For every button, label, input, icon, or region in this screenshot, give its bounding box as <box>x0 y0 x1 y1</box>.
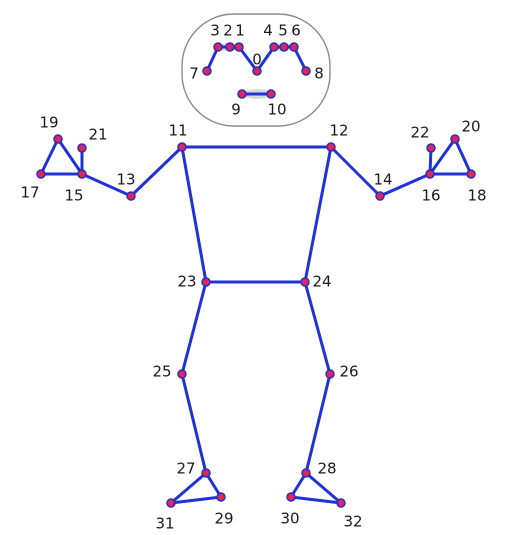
joint-22 <box>426 143 436 153</box>
bone-0-4 <box>255 45 276 73</box>
joint-14 <box>375 191 385 201</box>
joint-4 <box>269 42 279 52</box>
joint-label-19: 19 <box>39 114 58 132</box>
joint-label-5: 5 <box>278 22 288 40</box>
joint-label-17: 17 <box>20 184 39 202</box>
joint-19 <box>53 134 63 144</box>
joint-label-13: 13 <box>116 171 135 189</box>
joint-31 <box>166 498 176 508</box>
bone-11-13 <box>129 145 184 198</box>
joint-15 <box>77 169 87 179</box>
bone-30-32 <box>289 495 343 505</box>
bones-layer <box>39 45 473 505</box>
joint-label-3: 3 <box>210 22 220 40</box>
joint-28 <box>301 468 311 478</box>
joint-label-2: 2 <box>223 22 233 40</box>
bone-29-31 <box>169 495 223 505</box>
joints-layer <box>36 42 476 508</box>
bone-15-19 <box>56 137 84 176</box>
joint-10 <box>266 89 276 99</box>
joint-label-23: 23 <box>177 273 196 291</box>
joint-5 <box>279 42 289 52</box>
joint-label-32: 32 <box>343 513 362 531</box>
joint-3 <box>213 42 223 52</box>
joint-label-11: 11 <box>168 122 187 140</box>
joint-label-18: 18 <box>467 187 486 205</box>
joint-label-4: 4 <box>263 22 273 40</box>
joint-label-6: 6 <box>291 22 301 40</box>
joint-label-31: 31 <box>155 515 174 533</box>
bone-11-23 <box>180 145 208 284</box>
joint-0 <box>252 66 262 76</box>
bone-17-19 <box>39 137 60 176</box>
bone-26-28 <box>304 372 332 475</box>
joint-30 <box>286 492 296 502</box>
joint-8 <box>301 66 311 76</box>
joint-24 <box>300 277 310 287</box>
joint-label-27: 27 <box>176 460 195 478</box>
bone-28-32 <box>304 471 343 505</box>
joint-label-28: 28 <box>317 460 336 478</box>
bone-12-14 <box>329 145 382 198</box>
bone-14-16 <box>378 172 432 198</box>
joint-9 <box>237 89 247 99</box>
joint-label-7: 7 <box>189 65 199 83</box>
joint-17 <box>36 169 46 179</box>
joint-16 <box>425 169 435 179</box>
head-outline <box>181 13 331 127</box>
joint-26 <box>325 369 335 379</box>
joint-21 <box>77 143 87 153</box>
bone-27-31 <box>169 471 208 505</box>
joint-label-26: 26 <box>339 363 358 381</box>
joint-6 <box>289 42 299 52</box>
joint-label-15: 15 <box>64 187 83 205</box>
joint-label-1: 1 <box>235 22 245 40</box>
bone-24-26 <box>303 280 332 376</box>
bone-0-1 <box>237 45 259 73</box>
joint-20 <box>450 134 460 144</box>
bone-23-25 <box>180 280 208 376</box>
joint-27 <box>201 468 211 478</box>
joint-11 <box>177 142 187 152</box>
joint-25 <box>177 369 187 379</box>
joint-13 <box>126 191 136 201</box>
joint-label-30: 30 <box>280 510 299 528</box>
joint-18 <box>466 169 476 179</box>
joint-32 <box>336 498 346 508</box>
joint-label-14: 14 <box>373 171 392 189</box>
joint-label-12: 12 <box>329 122 348 140</box>
bone-12-24 <box>303 145 333 284</box>
joint-label-25: 25 <box>152 363 171 381</box>
bone-13-15 <box>80 172 133 198</box>
joint-label-22: 22 <box>410 124 429 142</box>
joint-label-10: 10 <box>267 101 286 119</box>
joint-7 <box>202 66 212 76</box>
joint-12 <box>326 142 336 152</box>
joint-2 <box>225 42 235 52</box>
joint-label-8: 8 <box>314 65 324 83</box>
joint-label-0: 0 <box>252 51 262 69</box>
bone-16-20 <box>428 137 457 176</box>
bone-25-27 <box>180 372 208 475</box>
bone-18-20 <box>453 137 473 176</box>
joint-23 <box>201 277 211 287</box>
joint-label-16: 16 <box>421 187 440 205</box>
joint-label-21: 21 <box>88 126 107 144</box>
joint-label-29: 29 <box>214 510 233 528</box>
joint-1 <box>234 42 244 52</box>
joint-29 <box>216 492 226 502</box>
joint-label-24: 24 <box>312 273 331 291</box>
joint-label-20: 20 <box>461 118 480 136</box>
joint-label-9: 9 <box>231 101 241 119</box>
